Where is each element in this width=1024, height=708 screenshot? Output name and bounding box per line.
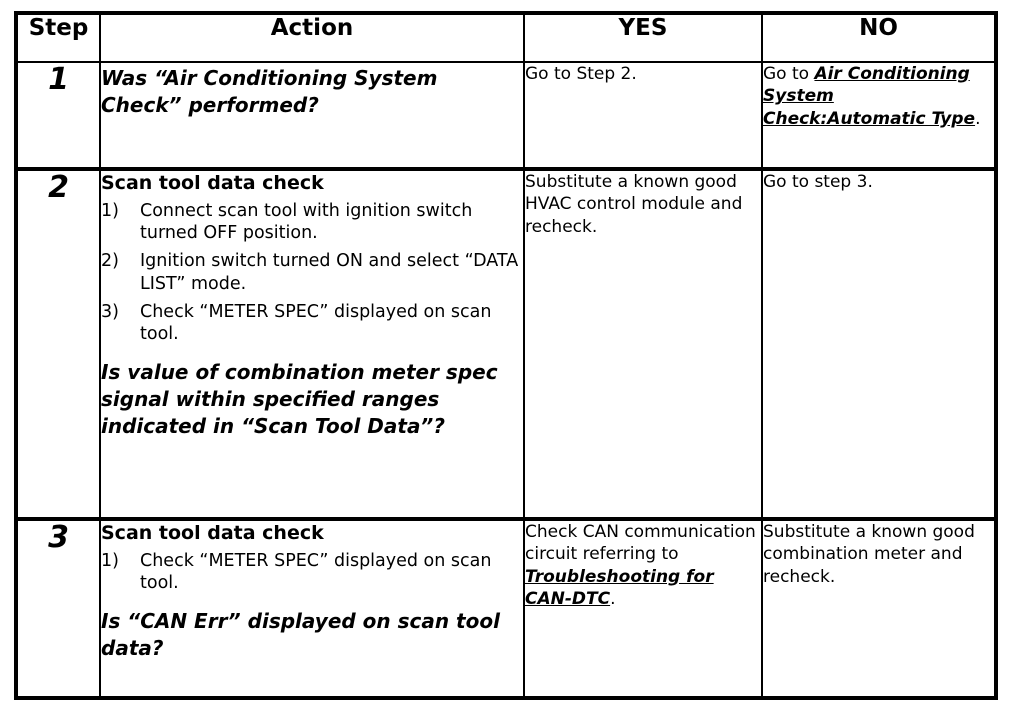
column-header-action: Action: [99, 12, 525, 63]
action-title: Scan tool data check: [101, 522, 324, 544]
yes-text: Go to Step 2.: [525, 64, 637, 84]
diagnostic-flow-table: Step Action YES NO 1 Was “Air Conditioni…: [14, 11, 998, 700]
step-number: 3: [48, 520, 69, 555]
list-item-number: 1): [101, 550, 119, 571]
action-question: Is “CAN Err” displayed on scan tool data…: [101, 609, 500, 661]
no-reference-link[interactable]: Air Conditioning System Check:Automatic …: [763, 64, 976, 129]
list-item-text: Check “METER SPEC” displayed on scan too…: [140, 550, 492, 594]
column-header-step: Step: [15, 12, 101, 63]
step-number-cell: 2: [15, 168, 101, 521]
yes-text: Substitute a known good HVAC control mod…: [525, 172, 743, 237]
list-item: 2) Ignition switch turned ON and select “…: [101, 250, 523, 296]
step-number: 1: [48, 62, 69, 97]
action-cell: Scan tool data check 1) Check “METER SPEC…: [99, 518, 525, 699]
action-title: Scan tool data check: [101, 172, 324, 194]
action-cell: Was “Air Conditioning System Check” perf…: [99, 61, 525, 171]
table-body: 1 Was “Air Conditioning System Check” pe…: [15, 61, 997, 699]
header-row: Step Action YES NO: [15, 12, 997, 63]
action-step-list: 1) Connect scan tool with ignition switch…: [101, 200, 523, 347]
action-step-list: 1) Check “METER SPEC” displayed on scan t…: [101, 550, 523, 596]
list-item-text: Check “METER SPEC” displayed on scan too…: [140, 301, 492, 345]
yes-text-suffix: .: [610, 589, 616, 610]
no-text-prefix: Substitute a known good combination mete…: [763, 522, 975, 587]
no-text-suffix: .: [975, 108, 981, 129]
yes-text-prefix: Check CAN communication circuit referrin…: [525, 522, 756, 565]
list-item-text: Connect scan tool with ignition switch t…: [140, 200, 473, 244]
step-number-cell: 1: [15, 61, 101, 171]
no-text-prefix: Go to step 3.: [763, 172, 873, 192]
list-item-number: 1): [101, 200, 119, 221]
column-header-yes: YES: [523, 12, 763, 63]
list-item-text: Ignition switch turned ON and select “DA…: [140, 251, 519, 294]
yes-cell: Go to Step 2.: [523, 61, 763, 171]
list-item-number: 2): [101, 251, 119, 272]
table-row: 2 Scan tool data check 1) Connect scan to…: [15, 168, 997, 521]
list-item: 1) Connect scan tool with ignition switch…: [101, 200, 523, 246]
step-number: 2: [48, 170, 69, 205]
column-header-no: NO: [761, 12, 997, 63]
action-question: Was “Air Conditioning System Check” perf…: [101, 66, 438, 117]
yes-cell: Check CAN communication circuit referrin…: [523, 518, 763, 699]
list-item: 1) Check “METER SPEC” displayed on scan t…: [101, 550, 523, 596]
yes-reference-link[interactable]: Troubleshooting for CAN-DTC: [525, 566, 714, 610]
no-cell: Go to Air Conditioning System Check:Auto…: [761, 61, 997, 171]
list-item: 3) Check “METER SPEC” displayed on scan t…: [101, 301, 523, 347]
list-item-number: 3): [101, 301, 119, 322]
no-cell: Go to step 3.: [761, 168, 997, 521]
no-cell: Substitute a known good combination mete…: [761, 518, 997, 699]
step-number-cell: 3: [15, 518, 101, 699]
no-text-prefix: Go to: [763, 64, 815, 84]
action-cell: Scan tool data check 1) Connect scan tool…: [99, 168, 525, 521]
table-row: 1 Was “Air Conditioning System Check” pe…: [15, 61, 997, 171]
yes-cell: Substitute a known good HVAC control mod…: [523, 168, 763, 521]
table-row: 3 Scan tool data check 1) Check “METER SP…: [15, 518, 997, 699]
action-question: Is value of combination meter spec signa…: [101, 360, 498, 439]
table-header: Step Action YES NO: [15, 12, 997, 63]
